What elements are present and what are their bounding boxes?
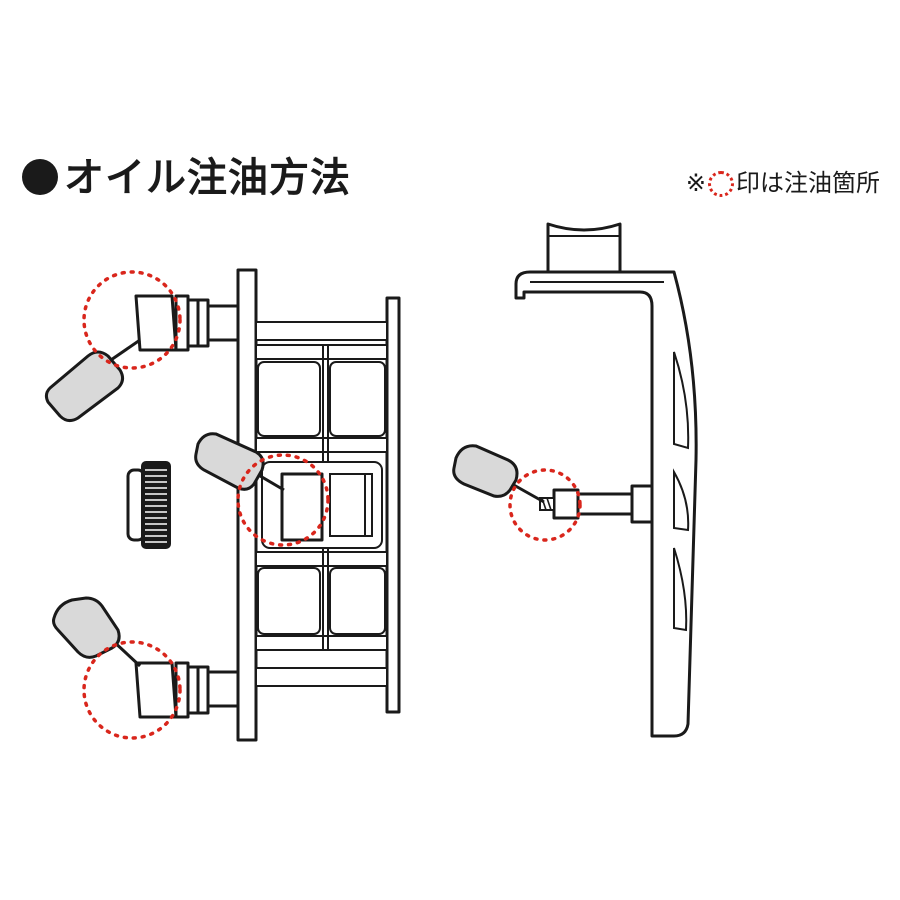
side-slot — [673, 468, 690, 532]
bottom-rail — [255, 667, 388, 687]
upper-bearing-ring — [174, 294, 190, 352]
oil-bottle-icon — [452, 444, 545, 504]
shaft-boss — [630, 484, 654, 524]
left-side-plate — [236, 268, 258, 742]
lower-bearing-shaft — [206, 670, 240, 708]
oil-point-circle-icon — [708, 171, 734, 197]
frame-cell — [257, 361, 321, 437]
side-slot — [673, 351, 690, 450]
lower-bearing-cap — [134, 661, 178, 719]
oil-point-circle-icon — [82, 640, 182, 740]
lower-bearing — [134, 661, 240, 719]
oil-point-circle-icon — [236, 453, 330, 547]
cross-bar-3 — [255, 551, 388, 567]
cross-bar-4 — [255, 635, 388, 651]
page-title: オイル注油方法 — [22, 150, 351, 206]
side-slot — [673, 547, 688, 632]
legend-prefix: ※ — [685, 169, 706, 197]
upper-bearing-cap — [134, 294, 178, 352]
title-text: オイル注油方法 — [64, 155, 351, 201]
frame-cell — [257, 567, 321, 635]
upper-bearing — [134, 294, 240, 352]
legend-text: 印は注油箇所 — [736, 169, 880, 197]
top-rail — [255, 321, 388, 341]
cross-bar-1 — [255, 344, 388, 360]
shaft — [576, 492, 634, 516]
line-guide-block — [280, 472, 324, 542]
oil-bottle-icon — [52, 596, 142, 668]
cross-bar-2 — [255, 437, 388, 453]
reel-side-view — [452, 222, 698, 738]
oil-point-circle-icon — [82, 270, 182, 370]
oil-bottle-icon — [194, 432, 285, 492]
oil-bottle-icon — [44, 338, 141, 423]
right-side-plate — [385, 296, 401, 714]
oil-point-legend: ※ 印は注油箇所 — [686, 166, 880, 200]
top-clamp — [546, 222, 622, 274]
upper-bearing-shaft — [206, 304, 240, 342]
shaft-collar — [552, 488, 580, 520]
bullet-icon — [22, 159, 58, 195]
oil-point-circle-icon — [508, 468, 582, 542]
side-frame — [514, 270, 698, 738]
frame-cell — [329, 361, 386, 437]
frame-cell — [329, 567, 386, 635]
reel-front-view — [44, 268, 401, 742]
knurled-knob — [126, 461, 171, 549]
